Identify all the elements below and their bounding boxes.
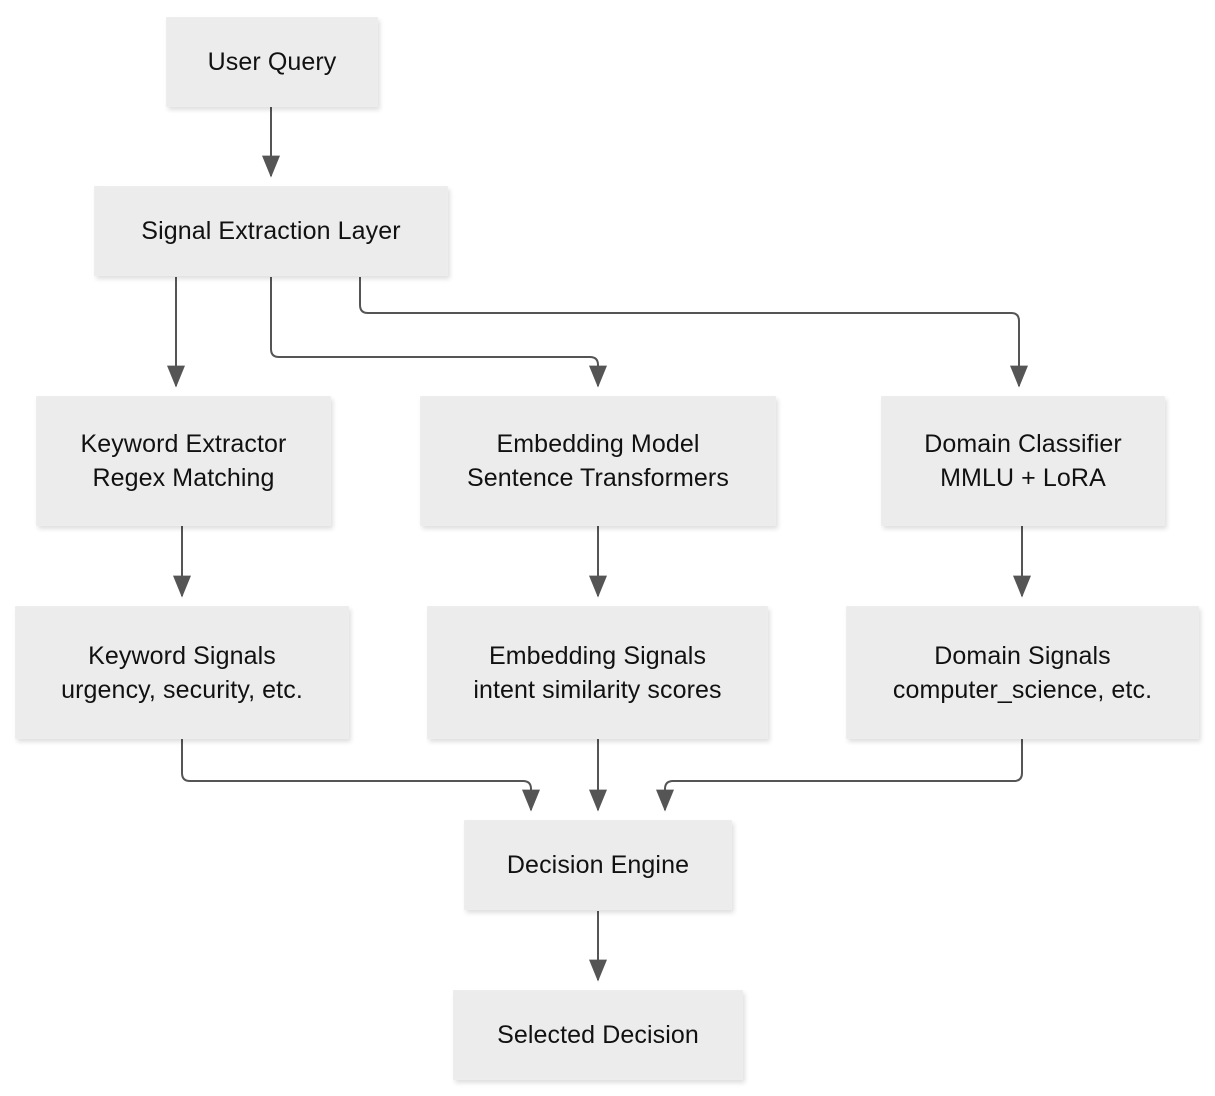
node-keyword-signals[interactable]: Keyword Signals urgency, security, etc. xyxy=(15,606,349,739)
node-domain-classifier[interactable]: Domain Classifier MMLU + LoRA xyxy=(881,396,1165,526)
node-domain-signals-label: Domain Signals xyxy=(934,641,1111,670)
node-selected-decision-label: Selected Decision xyxy=(497,1021,699,1049)
node-signal-extraction-layer-label: Signal Extraction Layer xyxy=(141,217,401,245)
node-embedding-model-label: Embedding Model xyxy=(496,430,700,458)
node-domain-signals-sublabel: computer_science, etc. xyxy=(892,675,1153,704)
node-keyword-signals-sublabel: urgency, security, etc. xyxy=(61,675,303,704)
node-keyword-signals-label: Keyword Signals xyxy=(88,641,276,670)
node-domain-signals[interactable]: Domain Signals computer_science, etc. xyxy=(846,606,1199,739)
node-keyword-extractor-sublabel: Regex Matching xyxy=(92,464,275,492)
node-user-query-label: User Query xyxy=(207,48,337,76)
node-selected-decision[interactable]: Selected Decision xyxy=(453,990,743,1080)
node-domain-classifier-label: Domain Classifier xyxy=(924,430,1122,458)
node-embedding-model-sublabel: Sentence Transformers xyxy=(467,464,729,492)
node-embedding-model[interactable]: Embedding Model Sentence Transformers xyxy=(420,396,776,526)
node-user-query[interactable]: User Query xyxy=(166,17,378,107)
node-embedding-signals-label: Embedding Signals xyxy=(488,641,707,670)
node-keyword-extractor[interactable]: Keyword Extractor Regex Matching xyxy=(36,396,331,526)
node-embedding-signals[interactable]: Embedding Signals intent similarity scor… xyxy=(427,606,768,739)
node-signal-extraction-layer[interactable]: Signal Extraction Layer xyxy=(94,186,448,276)
edge-signal-extraction-layer-to-domain-classifier xyxy=(359,277,1028,388)
node-embedding-signals-sublabel: intent similarity scores xyxy=(473,675,722,704)
node-keyword-extractor-label: Keyword Extractor xyxy=(80,430,287,458)
edge-keyword-signals-to-decision-engine xyxy=(181,739,540,812)
node-domain-classifier-sublabel: MMLU + LoRA xyxy=(940,464,1106,492)
node-decision-engine-label: Decision Engine xyxy=(506,851,690,879)
edge-domain-signals-to-decision-engine xyxy=(656,739,1023,812)
edge-signal-extraction-layer-to-embedding-model xyxy=(270,277,607,388)
node-decision-engine[interactable]: Decision Engine xyxy=(464,820,732,910)
